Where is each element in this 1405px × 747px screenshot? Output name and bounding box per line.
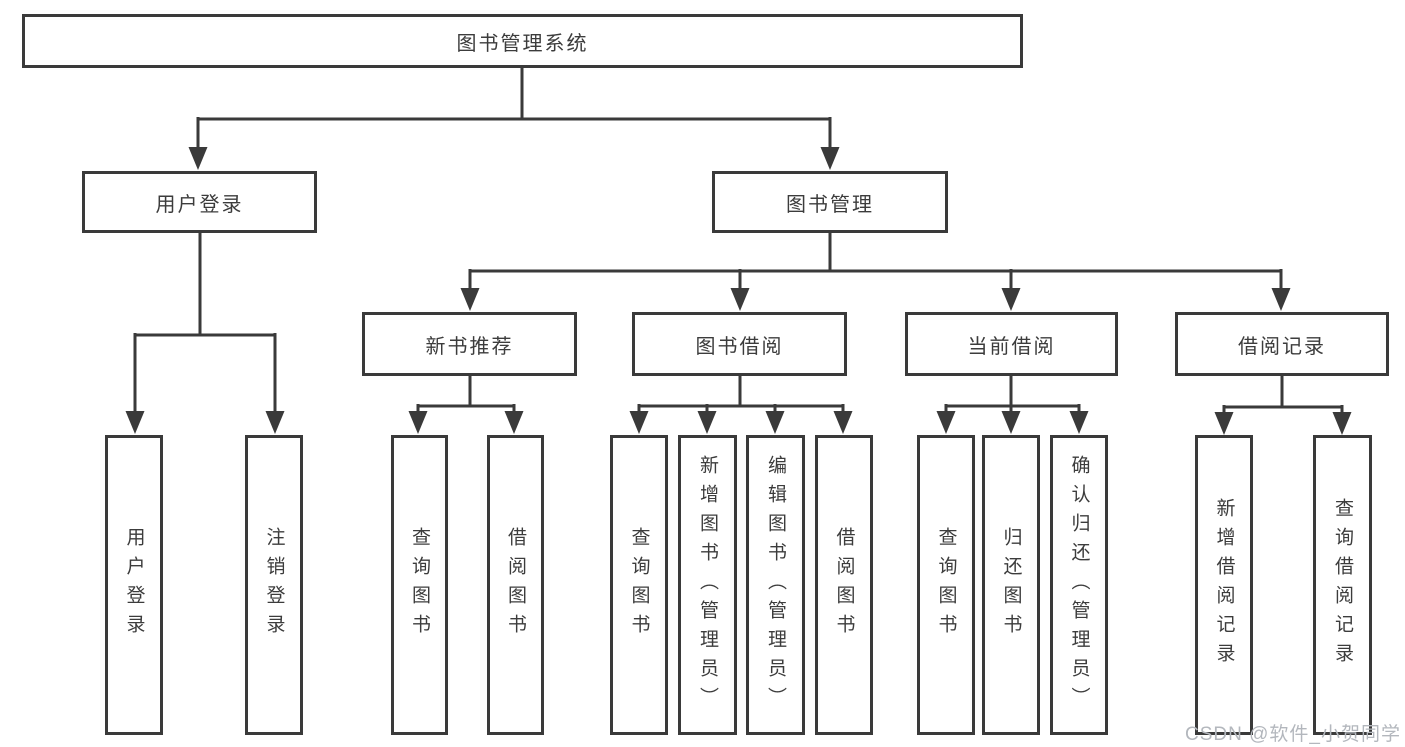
arrowheads [125, 147, 1352, 435]
node-user-login: 用户登录 [82, 171, 317, 233]
node-label: 图书借阅 [695, 335, 784, 358]
node-label: 查询图书 [935, 527, 957, 643]
node-br-query-record: 查询借阅记录 [1313, 435, 1372, 735]
node-label: 注销登录 [263, 527, 285, 643]
node-user-login-leaf: 用户登录 [105, 435, 163, 735]
node-bb-query-books: 查询图书 [610, 435, 668, 735]
node-label: 新增借阅记录 [1213, 498, 1235, 672]
node-cb-return-books: 归还图书 [982, 435, 1040, 735]
node-borrowing-records: 借阅记录 [1175, 312, 1389, 376]
node-label: 查询图书 [628, 527, 650, 643]
node-label: 新书推荐 [425, 335, 514, 358]
node-cb-query-books: 查询图书 [917, 435, 975, 735]
node-label: 编辑图书（管理员） [765, 454, 786, 716]
node-bb-add-books-admin: 新增图书（管理员） [678, 435, 737, 735]
node-label: 当前借阅 [967, 335, 1056, 358]
node-br-add-record: 新增借阅记录 [1195, 435, 1253, 735]
node-label: 图书管理 [786, 193, 874, 216]
node-label: 用户登录 [155, 193, 244, 216]
node-new-book-recommendation: 新书推荐 [362, 312, 577, 376]
csdn-watermark: CSDN @软件_小贺同学 [1185, 724, 1401, 745]
node-label: 用户登录 [123, 527, 145, 643]
node-label: 新增图书（管理员） [697, 454, 718, 716]
node-label: 借阅记录 [1238, 335, 1326, 358]
node-logout: 注销登录 [245, 435, 303, 735]
node-book-management: 图书管理 [712, 171, 948, 233]
node-nb-borrow-books: 借阅图书 [487, 435, 544, 735]
node-label: 借阅图书 [833, 527, 855, 643]
node-nb-query-books: 查询图书 [391, 435, 448, 735]
node-label: 查询借阅记录 [1332, 498, 1353, 672]
node-label: 确认归还（管理员） [1068, 454, 1090, 716]
node-book-borrowing: 图书借阅 [632, 312, 847, 376]
node-label: 图书管理系统 [456, 32, 589, 55]
node-bb-borrow-books: 借阅图书 [815, 435, 873, 735]
node-label: 归还图书 [1000, 527, 1022, 643]
node-label: 借阅图书 [505, 527, 526, 643]
node-current-borrowing: 当前借阅 [905, 312, 1118, 376]
node-cb-confirm-return-admin: 确认归还（管理员） [1050, 435, 1108, 735]
node-label: 查询图书 [409, 527, 430, 643]
node-library-management-system: 图书管理系统 [22, 14, 1023, 68]
node-bb-edit-books-admin: 编辑图书（管理员） [746, 435, 805, 735]
